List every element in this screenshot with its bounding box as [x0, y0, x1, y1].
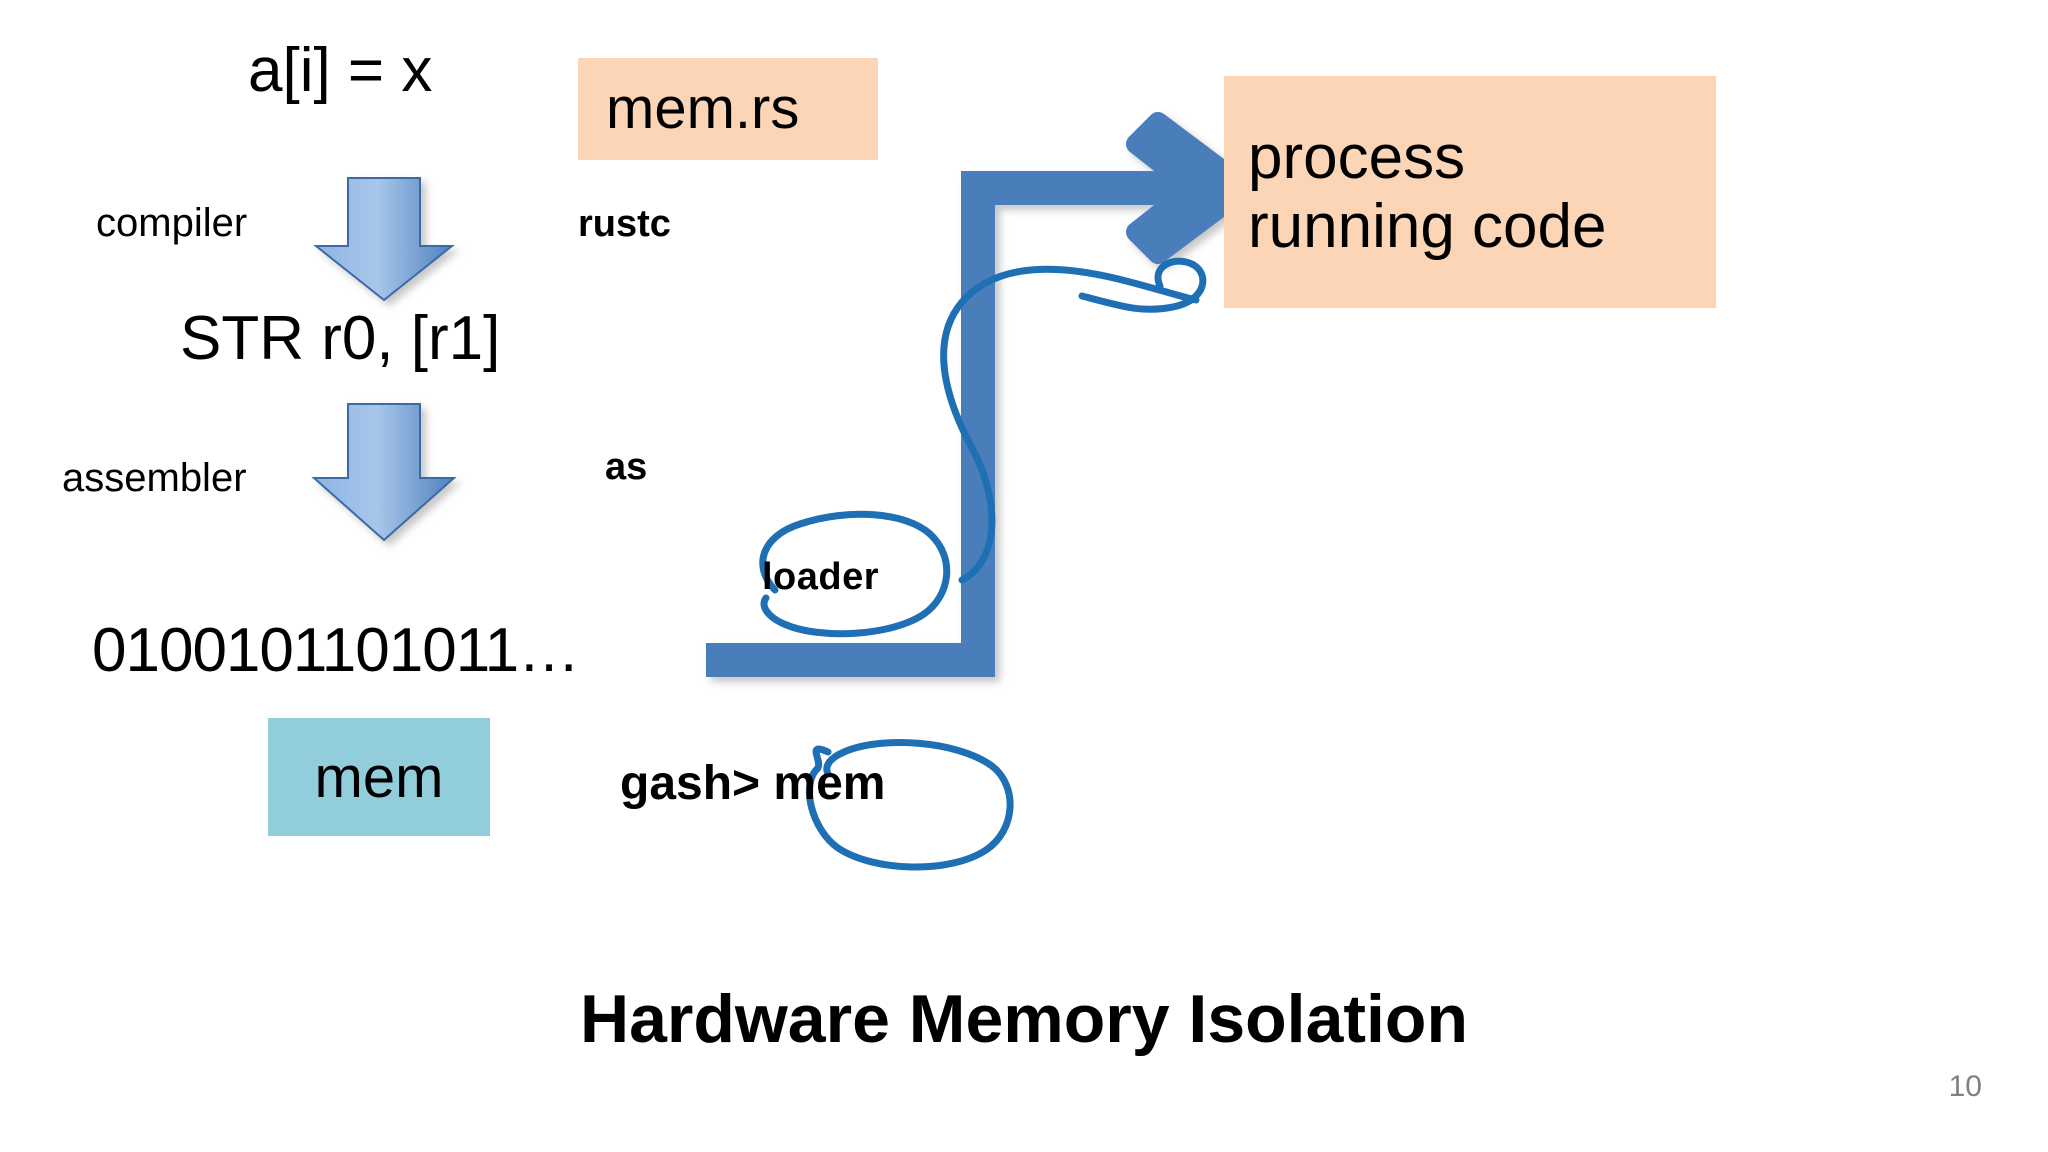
- tool-label-rustc: rustc: [578, 203, 671, 245]
- process-box-line2: running code: [1248, 192, 1607, 261]
- source-file-label: mem.rs: [606, 75, 800, 141]
- step-label-compiler: compiler: [96, 201, 248, 245]
- slide-title: Hardware Memory Isolation: [579, 981, 1469, 1057]
- step-label-assembler: assembler: [62, 456, 247, 500]
- source-file-box: mem.rs: [578, 58, 878, 160]
- source-code-line: a[i] = x: [248, 36, 433, 105]
- tool-label-as: as: [605, 446, 648, 488]
- process-box: process running code: [1224, 76, 1716, 308]
- process-box-line1: process: [1248, 122, 1466, 192]
- page-number: 10: [1948, 1070, 1982, 1103]
- shell-command-line: gash> mem: [620, 757, 886, 810]
- assembly-code-line: STR r0, [r1]: [180, 304, 501, 373]
- memory-box-label: mem: [314, 744, 444, 810]
- step-label-loader: loader: [762, 556, 880, 598]
- memory-box: mem: [268, 718, 490, 836]
- binary-code-line: 0100101101011…: [92, 616, 580, 685]
- ink-arrow-annotation: [940, 257, 1207, 584]
